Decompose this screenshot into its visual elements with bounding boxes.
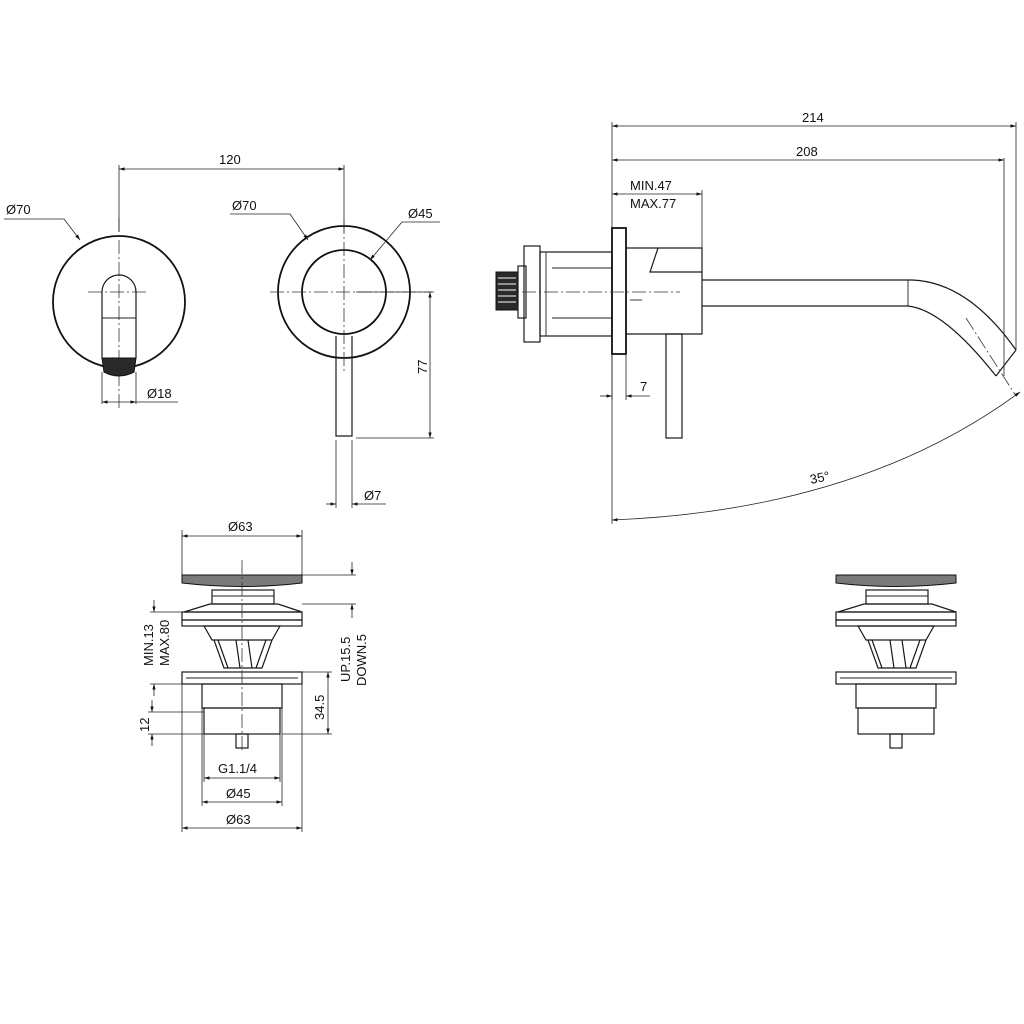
stroke-down-label: DOWN.5 (354, 634, 369, 686)
rotation-angle-label: 35° (809, 468, 831, 487)
thread-length-label: 12 (137, 718, 152, 732)
drain-cap-dia-label: Ø63 (228, 519, 253, 534)
min-depth-label: MIN.47 (630, 178, 672, 193)
mixer-side-view: 214 208 MIN.47 MAX.77 7 35° (495, 110, 1021, 524)
rosette-dia-left-label: Ø70 (6, 202, 31, 217)
centers-dimension: 120 (118, 152, 345, 232)
total-projection-label: 214 (802, 110, 824, 125)
thread-label: G1.1/4 (218, 761, 257, 776)
clamp-max-label: MAX.80 (157, 620, 172, 666)
spout-projection-label: 208 (796, 144, 818, 159)
flange-dia-label: Ø63 (226, 812, 251, 827)
clamp-min-label: MIN.13 (141, 624, 156, 666)
centers-label: 120 (219, 152, 241, 167)
drain-dimensioned-view: Ø63 MIN.13 MAX.80 UP.15.5 DOWN.5 34.5 12… (137, 519, 369, 832)
rosette-dia-right-label: Ø70 (232, 198, 257, 213)
handle-height-label: 77 (415, 360, 430, 374)
mixer-front-view: Ø70 Ø45 77 Ø7 (230, 198, 440, 508)
plate-thickness-label: 7 (640, 379, 647, 394)
body-dia-label: Ø45 (226, 786, 251, 801)
spout-dia-label: Ø18 (147, 386, 172, 401)
drain-plain-view (835, 574, 957, 749)
handle-dia-label: Ø7 (364, 488, 381, 503)
max-depth-label: MAX.77 (630, 196, 676, 211)
cap-dia-label: Ø45 (408, 206, 433, 221)
body-height-label: 34.5 (312, 695, 327, 720)
stroke-up-label: UP.15.5 (338, 637, 353, 682)
spout-front-view: Ø70 Ø18 (4, 202, 186, 408)
